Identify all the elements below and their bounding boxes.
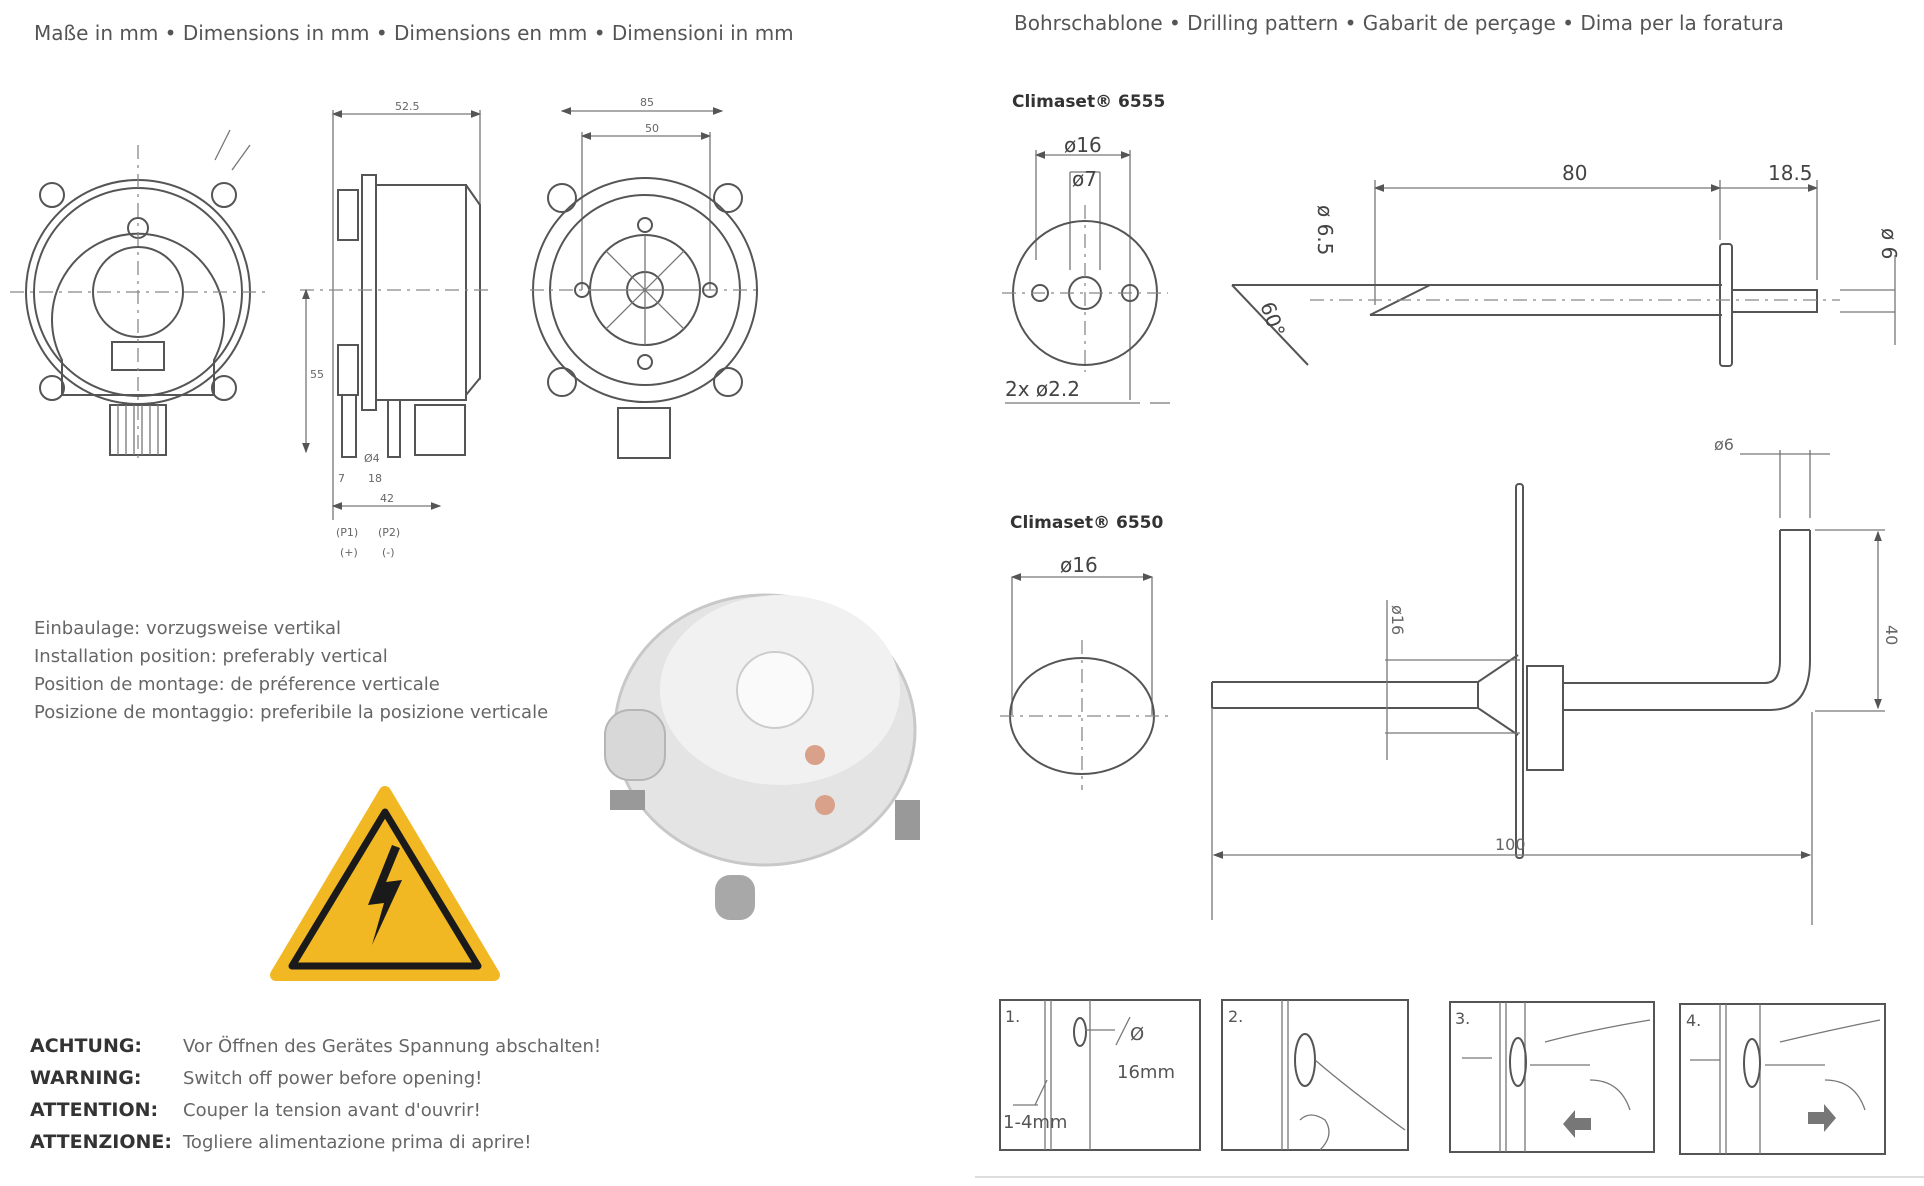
svg-text:ø6: ø6 xyxy=(1714,435,1734,454)
svg-text:42: 42 xyxy=(380,492,394,505)
svg-text:(P1): (P1) xyxy=(336,526,358,539)
svg-text:18: 18 xyxy=(368,472,382,485)
dimensions-heading: Maße in mm • Dimensions in mm • Dimensio… xyxy=(34,21,794,45)
svg-text:18.5: 18.5 xyxy=(1768,161,1813,185)
mounting-step-4: 4. xyxy=(1679,1003,1886,1155)
side-view-drawing: 52.5 55 Ø4 7 18 42 (P1) (+) (P2) (-) xyxy=(300,100,490,559)
svg-text:ATTENTION:: ATTENTION: xyxy=(30,1099,158,1121)
drilling-pattern-heading: Bohrschablone • Drilling pattern • Gabar… xyxy=(1014,11,1784,35)
high-voltage-warning-icon xyxy=(270,786,500,981)
svg-text:WARNING:: WARNING: xyxy=(30,1067,142,1089)
svg-text:52.5: 52.5 xyxy=(395,100,420,113)
model-6550-title: Climaset® 6550 xyxy=(1010,513,1163,533)
svg-text:1.: 1. xyxy=(1005,1007,1020,1026)
model-6550-front-drawing: ø16 xyxy=(1000,553,1168,790)
svg-text:ø16: ø16 xyxy=(1064,133,1102,157)
svg-text:Togliere alimentazione prima d: Togliere alimentazione prima di aprire! xyxy=(182,1132,531,1153)
warning-notes: ACHTUNG: Vor Öffnen des Gerätes Spannung… xyxy=(30,1035,601,1153)
back-view-drawing: 85 50 xyxy=(530,96,760,459)
svg-text:ø7: ø7 xyxy=(1072,167,1097,191)
svg-text:Vor Öffnen des Gerätes Spannun: Vor Öffnen des Gerätes Spannung abschalt… xyxy=(183,1035,601,1057)
svg-text:55: 55 xyxy=(310,368,324,381)
svg-text:Ø4: Ø4 xyxy=(364,452,380,465)
model-6555-title: Climaset® 6555 xyxy=(1012,92,1165,112)
svg-text:Installation position: prefera: Installation position: preferably vertic… xyxy=(34,646,388,667)
arrow-left-icon xyxy=(1563,1110,1591,1138)
svg-text:3.: 3. xyxy=(1455,1009,1470,1028)
model-6550-probe-drawing: ø16 ø6 40 100 xyxy=(1211,435,1901,925)
model-6555-front-drawing: ø16 ø7 2x ø2.2 xyxy=(1002,133,1170,404)
svg-text:40: 40 xyxy=(1882,625,1901,645)
svg-text:7: 7 xyxy=(338,472,345,485)
svg-text:Switch off power before openin: Switch off power before opening! xyxy=(183,1068,482,1089)
front-view-drawing xyxy=(10,129,270,460)
model-6555-probe-drawing: 80 18.5 ø 6.5 60° ø 6 xyxy=(1231,161,1901,367)
svg-text:Ø: Ø xyxy=(1130,1024,1144,1045)
svg-text:4.: 4. xyxy=(1686,1011,1701,1030)
svg-text:Einbaulage: vorzugsweise verti: Einbaulage: vorzugsweise vertikal xyxy=(34,618,341,639)
svg-text:100: 100 xyxy=(1495,835,1526,854)
svg-text:ø 6: ø 6 xyxy=(1877,228,1901,259)
svg-text:(P2): (P2) xyxy=(378,526,400,539)
mounting-step-2: 2. xyxy=(1221,999,1409,1151)
mounting-step-1: 1. Ø 16mm 1-4mm xyxy=(999,999,1201,1151)
svg-text:ø 6.5: ø 6.5 xyxy=(1313,205,1337,255)
arrow-right-icon xyxy=(1808,1104,1836,1132)
svg-text:16mm: 16mm xyxy=(1117,1062,1175,1083)
svg-text:Position de montage: de préfer: Position de montage: de préference verti… xyxy=(34,674,440,695)
svg-text:(+): (+) xyxy=(340,546,358,559)
svg-text:85: 85 xyxy=(640,96,654,109)
svg-text:ø16: ø16 xyxy=(1060,553,1098,577)
mounting-step-3: 3. xyxy=(1449,1001,1655,1153)
svg-text:(-): (-) xyxy=(382,546,395,559)
pressure-switch-photo xyxy=(604,593,920,920)
svg-text:80: 80 xyxy=(1562,161,1587,185)
svg-text:ACHTUNG:: ACHTUNG: xyxy=(30,1035,142,1057)
svg-text:2x ø2.2: 2x ø2.2 xyxy=(1005,377,1080,401)
svg-text:50: 50 xyxy=(645,122,659,135)
svg-text:60°: 60° xyxy=(1255,299,1290,341)
svg-text:Posizione de montaggio: prefer: Posizione de montaggio: preferibile la p… xyxy=(34,702,548,723)
svg-text:Couper la tension avant d'ouvr: Couper la tension avant d'ouvrir! xyxy=(183,1100,481,1121)
installation-position-notes: Einbaulage: vorzugsweise vertikal Instal… xyxy=(34,618,548,723)
svg-text:1-4mm: 1-4mm xyxy=(1003,1112,1067,1133)
svg-text:2.: 2. xyxy=(1228,1007,1243,1026)
svg-text:ø16: ø16 xyxy=(1388,605,1407,635)
svg-text:ATTENZIONE:: ATTENZIONE: xyxy=(30,1131,172,1153)
